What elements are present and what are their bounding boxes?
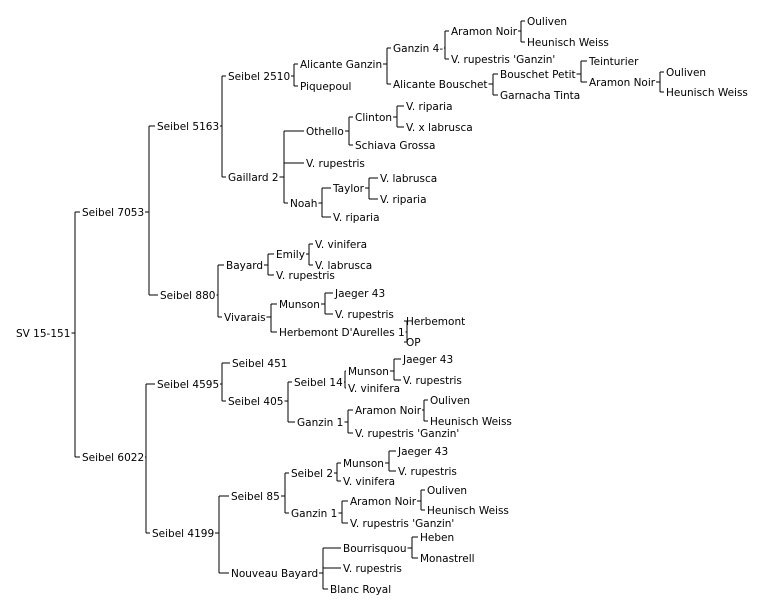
node-seibel-4595: Seibel 4595 [157,379,219,391]
node-ganzin-4: Ganzin 4- [393,43,443,55]
node-alicante-ganzin: Alicante Ganzin [300,59,382,71]
node-jaeger-43: Jaeger 43 [397,446,448,458]
node-heunisch-weiss: Heunisch Weiss [430,416,512,428]
node-v-rupestris: V. rupestris [306,158,365,170]
node-bouschet-petit: Bouschet Petit [500,69,576,81]
node-garnacha-tinta: Garnacha Tinta [500,90,580,102]
node-ouliven: Ouliven [430,395,470,407]
node-aramon-noir: Aramon Noir [589,77,656,89]
node-ganzin-1: Ganzin 1 [291,508,337,520]
node-bourrisquou: Bourrisquou [343,543,407,555]
node-v-rupestris: V. rupestris [398,466,457,478]
node-gaillard-2: Gaillard 2 [228,172,279,184]
node-seibel-2510: Seibel 2510 [228,71,290,83]
node-sv-15-151: SV 15-151 [16,328,70,340]
node-schiava-grossa: Schiava Grossa [355,140,435,152]
node-monastrell: Monastrell [420,553,475,565]
node-herbemont-d-aurelles-1: Herbemont D'Aurelles 1 [279,327,405,339]
node-seibel-7053: Seibel 7053 [82,207,144,219]
node-munson: Munson [343,458,384,470]
node-heben: Heben [420,532,454,544]
node-piquepoul: Piquepoul [300,81,351,93]
node-v-labrusca: V. labrusca [315,260,372,272]
node-blanc-royal: Blanc Royal [330,584,391,596]
node-herbemont: Herbemont [406,316,465,328]
node-v-riparia: V. riparia [333,212,380,224]
node-ganzin-1: Ganzin 1 [297,417,343,429]
node-v-riparia: V. riparia [380,194,427,206]
node-teinturier: Teinturier [588,56,639,68]
node-heunisch-weiss: Heunisch Weiss [527,37,609,49]
node-seibel-5163: Seibel 5163 [157,121,219,133]
node-vivarais: Vivarais [224,312,266,324]
node-ouliven: Ouliven [427,485,467,497]
node-jaeger-43: Jaeger 43 [402,354,453,366]
node-v-rupestris-ganzin: V. rupestris 'Ganzin' [355,428,459,440]
node-emily: Emily [276,249,305,261]
node-seibel-14: Seibel 14 [294,377,343,389]
node-v-riparia: V. riparia [406,101,453,113]
node-munson: Munson [348,366,389,378]
node-v-labrusca: V. labrusca [380,173,437,185]
node-v-rupestris: V. rupestris [403,375,462,387]
node-v-vinifera: V. vinifera [315,239,367,251]
node-aramon-noir: Aramon Noir [355,405,422,417]
node-clinton: Clinton [355,112,392,124]
node-v-rupestris-ganzin: V. rupestris 'Ganzin' [350,518,454,530]
node-v-rupestris: V. rupestris [276,270,335,282]
node-heunisch-weiss: Heunisch Weiss [666,87,748,99]
node-aramon-noir: Aramon Noir [451,26,518,38]
node-taylor: Taylor [332,183,365,195]
node-nouveau-bayard: Nouveau Bayard [231,568,318,580]
node-v-x-labrusca: V. x labrusca [406,122,473,134]
node-munson: Munson [279,299,320,311]
node-aramon-noir: Aramon Noir [350,496,417,508]
node-seibel-85: Seibel 85 [231,491,280,503]
node-othello: Othello [306,126,344,138]
node-alicante-bouschet: Alicante Bouschet [393,79,488,91]
node-v-rupestris: V. rupestris [335,309,394,321]
node-seibel-880: Seibel 880 [160,290,215,302]
node-ouliven: Ouliven [527,16,567,28]
node-v-rupestris: V. rupestris [343,563,402,575]
node-noah: Noah [290,198,317,210]
node-v-vinifera: V. vinifera [348,383,400,395]
node-seibel-2: Seibel 2 [291,468,333,480]
node-seibel-4199: Seibel 4199 [152,528,214,540]
node-seibel-451: Seibel 451 [232,358,287,370]
node-jaeger-43: Jaeger 43 [334,288,385,300]
node-v-rupestris-ganzin: V. rupestris 'Ganzin' [451,54,555,66]
node-op: OP [406,337,421,349]
node-ouliven: Ouliven [666,67,706,79]
node-seibel-405: Seibel 405 [228,396,283,408]
node-bayard: Bayard [226,260,263,272]
node-heunisch-weiss: Heunisch Weiss [427,505,509,517]
node-seibel-6022: Seibel 6022 [82,452,144,464]
node-v-vinifera: V. vinifera [343,476,395,488]
